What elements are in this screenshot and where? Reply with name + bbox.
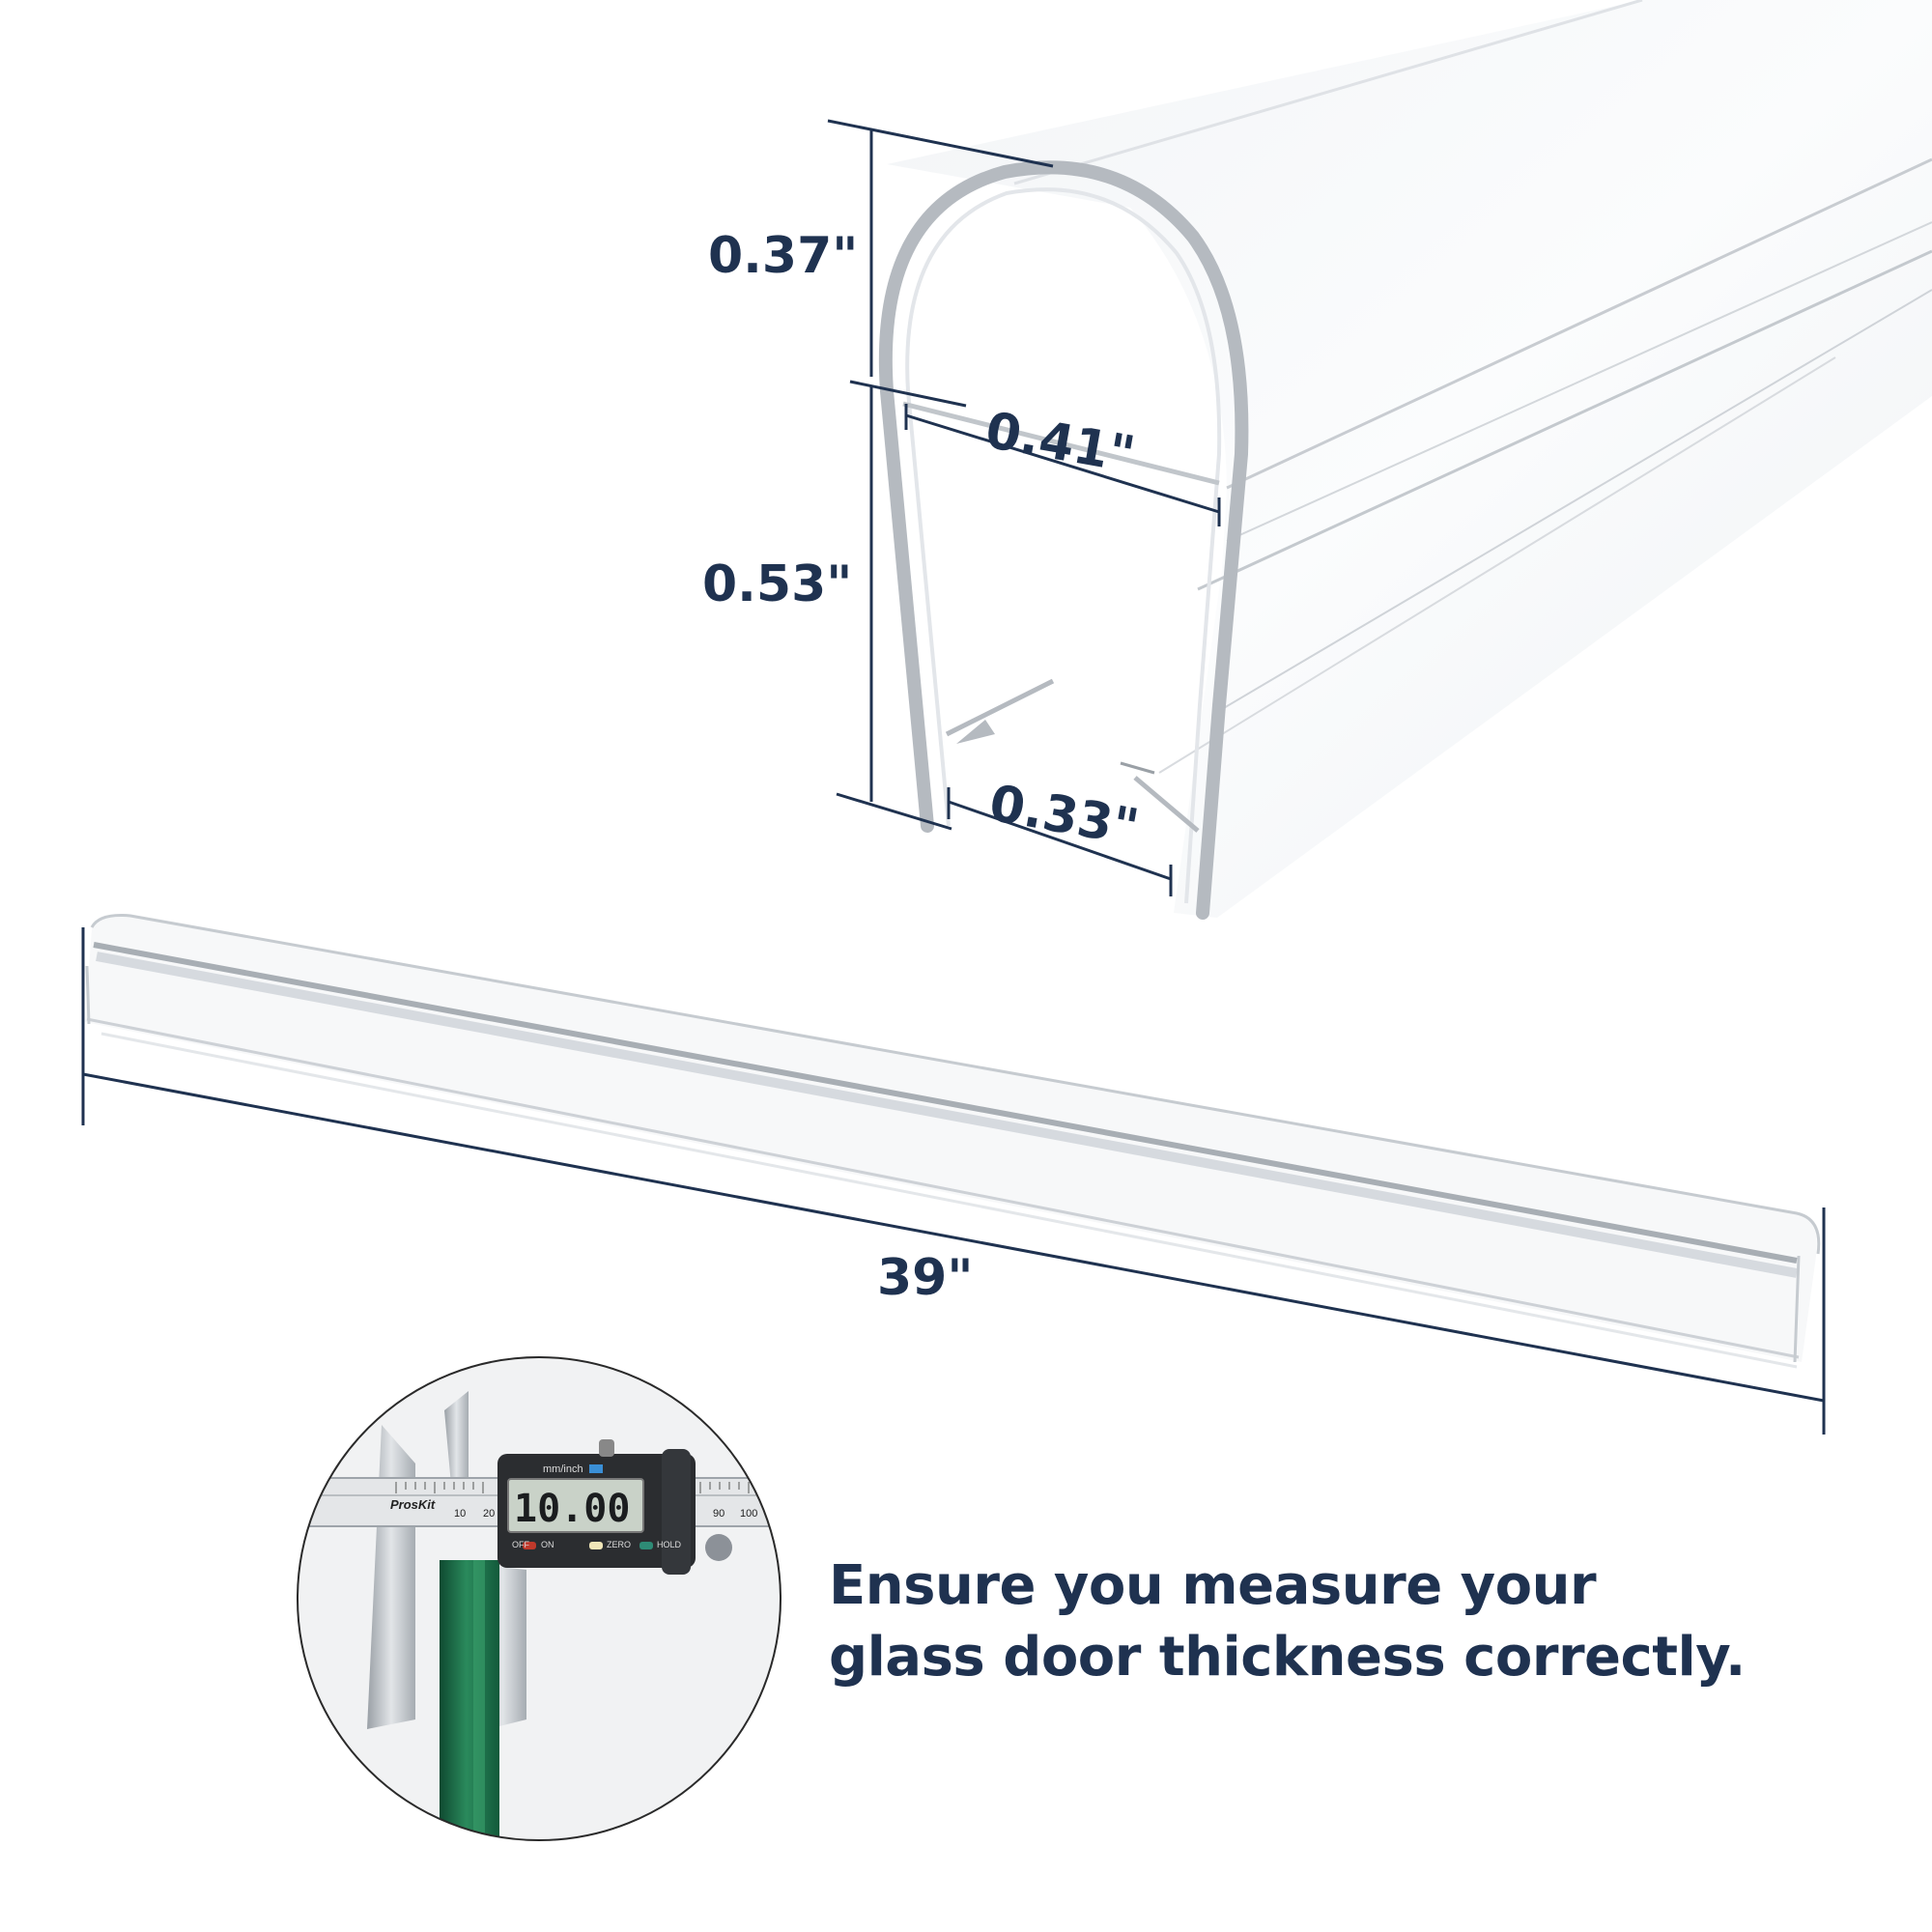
dim-bottom-width: 0.33" xyxy=(985,775,1143,858)
caliper-scale-right-2: 100 xyxy=(740,1508,757,1520)
caliper-scale-left-1: 10 xyxy=(454,1508,466,1520)
dim-top-height: 0.37" xyxy=(708,227,858,285)
caliper-inset: ProsKit 10 20 90 100 mm/inch 10.00 xyxy=(297,1356,781,1841)
caliper-reading: 10.00 xyxy=(514,1487,630,1531)
length-dimension-line xyxy=(81,927,1826,1435)
closeup-dimension-lines xyxy=(827,119,1221,896)
seal-closeup xyxy=(878,0,1932,920)
caliper-on-label: ON xyxy=(541,1540,554,1549)
dim-length: 39" xyxy=(877,1249,973,1307)
caption-text: Ensure you measure your glass door thick… xyxy=(829,1550,1911,1693)
seal-closeup-profile xyxy=(878,160,1249,920)
glass-panel xyxy=(440,1560,499,1840)
caliper-off-label: OFF xyxy=(512,1540,529,1549)
caliper-scale-right-1: 90 xyxy=(713,1508,724,1520)
caption-line-2: glass door thickness correctly. xyxy=(829,1626,1746,1689)
dim-side-height: 0.53" xyxy=(702,555,852,613)
caliper-lcd xyxy=(507,1478,644,1533)
caliper-scale-left-2: 20 xyxy=(483,1508,495,1520)
caliper-hold-label: HOLD xyxy=(657,1540,682,1549)
caliper-unit-label: mm/inch xyxy=(543,1463,583,1475)
caliper-brand: ProsKit xyxy=(390,1497,436,1512)
seal-full-length xyxy=(85,914,1821,1369)
dim-inner-width: 0.41" xyxy=(981,402,1139,485)
caption-line-1: Ensure you measure your xyxy=(829,1554,1597,1617)
caliper-zero-label: ZERO xyxy=(607,1540,631,1549)
